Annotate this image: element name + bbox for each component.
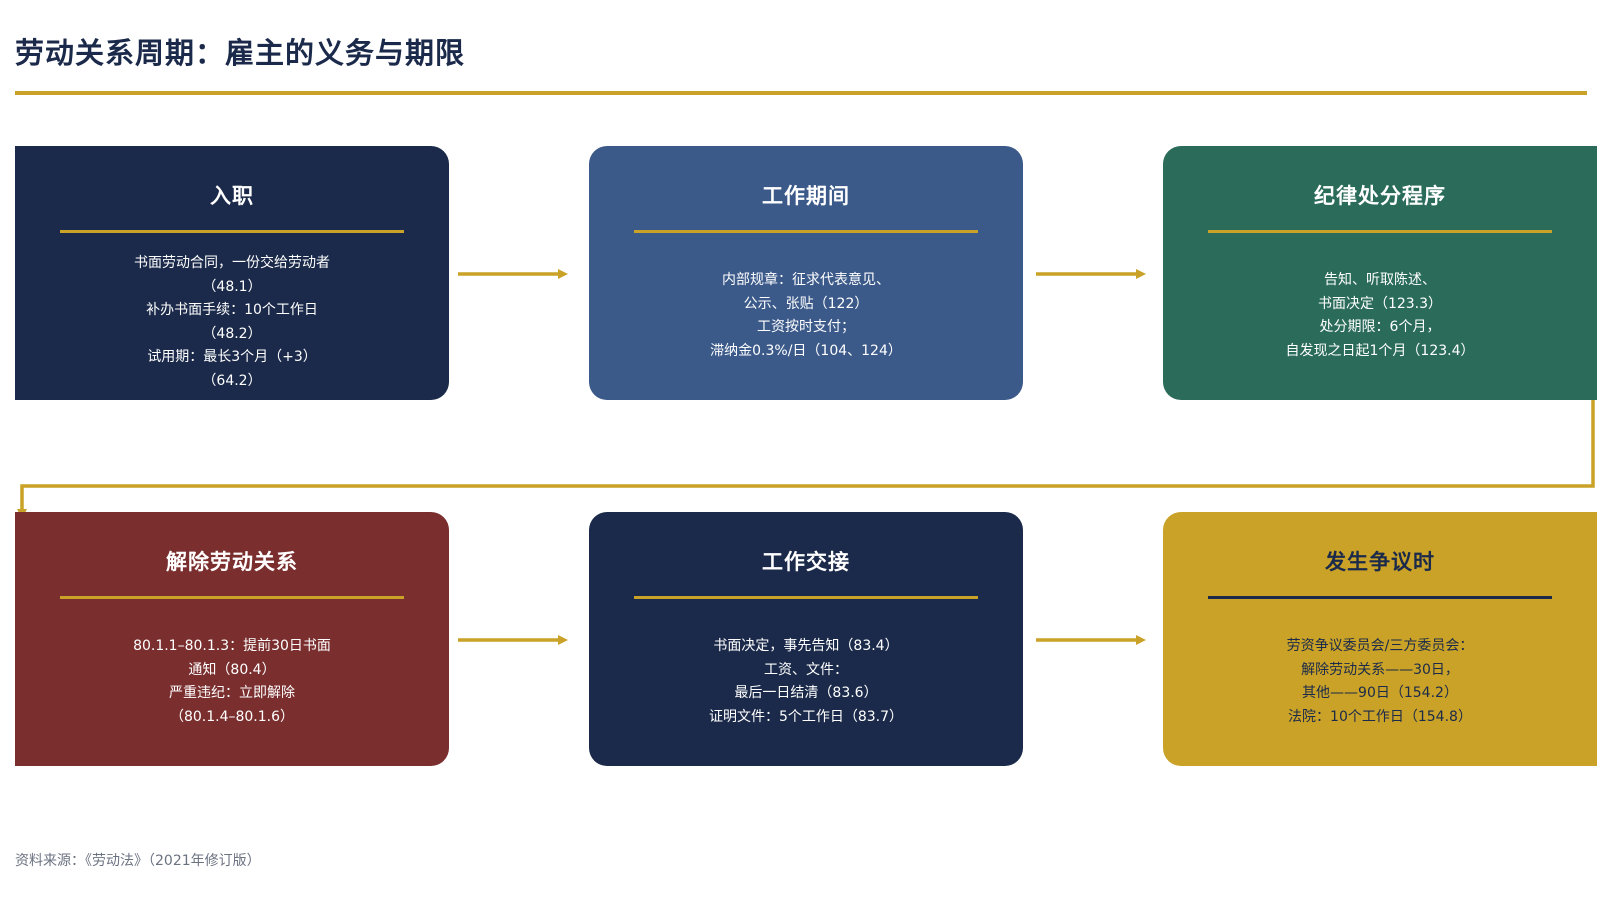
- stage-detail-line: 劳资争议委员会/三方委员会：: [1286, 638, 1474, 654]
- stage-detail-line: 80.1.1–80.1.3：提前30日书面: [133, 638, 331, 654]
- source-note: 资料来源：《劳动法》（2021年修订版）: [15, 853, 261, 869]
- title-divider: [15, 91, 1587, 95]
- stage-card-dispute: 发生争议时 劳资争议委员会/三方委员会： 解除劳动关系——30日， 其他——90…: [1163, 512, 1597, 766]
- stage-divider: [60, 596, 404, 599]
- stage-card-termination: 解除劳动关系 80.1.1–80.1.3：提前30日书面 通知（80.4） 严重…: [15, 512, 449, 766]
- stage-detail-line: 处分期限：6个月，: [1319, 319, 1441, 335]
- stage-details: 劳资争议委员会/三方委员会： 解除劳动关系——30日， 其他——90日（154.…: [1173, 610, 1587, 766]
- stage-detail-line: 工资、文件：: [764, 661, 848, 678]
- stage-details: 告知、听取陈述、 书面决定（123.3） 处分期限：6个月， 自发现之日起1个月…: [1173, 244, 1587, 400]
- stage-detail-line: 书面劳动合同，一份交给劳动者: [134, 255, 330, 271]
- stage-divider: [1208, 596, 1552, 599]
- stage-detail-line: 试用期：最长3个月（+3）: [147, 349, 317, 365]
- stage-detail-line: 其他——90日（154.2）: [1302, 685, 1458, 701]
- stage-detail-line: （64.2）: [202, 372, 262, 389]
- stage-detail-line: （48.2）: [202, 325, 262, 342]
- stage-detail-line: （48.1）: [202, 278, 262, 295]
- stage-title: 解除劳动关系: [166, 550, 298, 574]
- stage-detail-line: 工资按时支付；: [757, 319, 855, 335]
- stage-divider: [1208, 230, 1552, 233]
- stage-detail-line: 滞纳金0.3%/日（104、124）: [710, 342, 902, 359]
- stage-card-handover: 工作交接 书面决定，事先告知（83.4） 工资、文件： 最后一日结清（83.6）…: [589, 512, 1023, 766]
- stage-detail-line: 严重违纪：立即解除: [169, 685, 295, 701]
- stage-title: 纪律处分程序: [1314, 184, 1446, 208]
- stage-detail-line: 解除劳动关系——30日，: [1301, 661, 1459, 678]
- stage-detail-line: 内部规章：征求代表意见、: [722, 272, 890, 288]
- stage-card-employment: 工作期间 内部规章：征求代表意见、 公示、张贴（122） 工资按时支付； 滞纳金…: [589, 146, 1023, 400]
- stage-detail-line: 告知、听取陈述、: [1324, 272, 1436, 288]
- stage-details: 书面劳动合同，一份交给劳动者 （48.1） 补办书面手续：10个工作日 （48.…: [25, 244, 439, 400]
- page-title: 劳动关系周期：雇主的义务与期限: [15, 36, 466, 70]
- stage-divider: [634, 230, 978, 233]
- stage-title: 工作期间: [762, 184, 850, 208]
- stage-detail-line: 通知（80.4）: [188, 661, 276, 678]
- stage-detail-line: （80.1.4–80.1.6）: [169, 708, 295, 725]
- stage-details: 80.1.1–80.1.3：提前30日书面 通知（80.4） 严重违纪：立即解除…: [25, 610, 439, 766]
- stage-card-onboarding: 入职 书面劳动合同，一份交给劳动者 （48.1） 补办书面手续：10个工作日 （…: [15, 146, 449, 400]
- stage-detail-line: 书面决定，事先告知（83.4）: [713, 638, 899, 654]
- stage-details: 内部规章：征求代表意见、 公示、张贴（122） 工资按时支付； 滞纳金0.3%/…: [599, 244, 1013, 400]
- stage-detail-line: 法院：10个工作日（154.8）: [1288, 708, 1472, 725]
- stage-details: 书面决定，事先告知（83.4） 工资、文件： 最后一日结清（83.6） 证明文件…: [599, 610, 1013, 766]
- stage-title: 工作交接: [762, 550, 850, 574]
- stage-detail-line: 书面决定（123.3）: [1317, 295, 1443, 312]
- stage-detail-line: 公示、张贴（122）: [743, 295, 869, 312]
- stage-title: 入职: [210, 184, 254, 208]
- stage-card-disciplinary: 纪律处分程序 告知、听取陈述、 书面决定（123.3） 处分期限：6个月， 自发…: [1163, 146, 1597, 400]
- stage-divider: [60, 230, 404, 233]
- stage-detail-line: 证明文件：5个工作日（83.7）: [708, 708, 904, 725]
- stage-title: 发生争议时: [1325, 550, 1435, 574]
- stage-divider: [634, 596, 978, 599]
- stage-detail-line: 自发现之日起1个月（123.4）: [1285, 342, 1475, 359]
- stage-detail-line: 最后一日结清（83.6）: [734, 685, 878, 701]
- stage-detail-line: 补办书面手续：10个工作日: [146, 302, 318, 318]
